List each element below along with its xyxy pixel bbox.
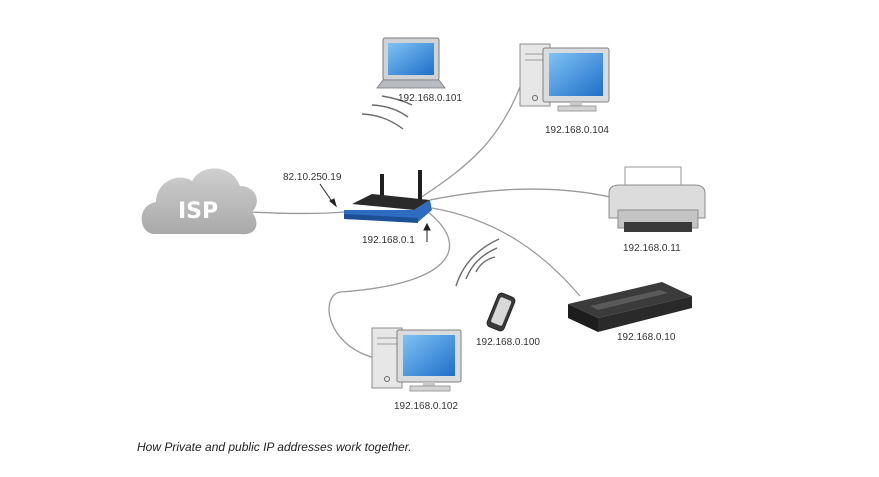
desktop-computer-top [519, 43, 610, 112]
laptop-ip: 192.168.0.101 [398, 93, 462, 104]
cables [249, 81, 611, 359]
printer [608, 166, 706, 232]
laptop [376, 37, 446, 89]
set-top-box-ip: 192.168.0.10 [617, 332, 676, 343]
printer-tray [624, 222, 692, 232]
cable-router-desktop-top [419, 81, 523, 199]
router-top [352, 194, 430, 210]
printer-ip: 192.168.0.11 [623, 243, 681, 254]
laptop-wifi-icon [361, 95, 413, 130]
router-private-ip: 192.168.0.1 [362, 235, 415, 246]
figure-caption: How Private and public IP addresses work… [137, 440, 412, 454]
set-top-box-front [568, 304, 598, 332]
phone [486, 292, 516, 332]
isp-label: ISP [178, 199, 218, 224]
public-ip-arrow [319, 183, 337, 208]
router-antenna-right [418, 170, 422, 200]
phone-wifi-icon [455, 238, 500, 287]
router [344, 170, 432, 223]
phone-ip: 192.168.0.100 [476, 337, 540, 348]
desktop-bottom-ip: 192.168.0.102 [394, 401, 458, 412]
cable-isp-router [249, 211, 346, 215]
router-public-ip: 82.10.250.19 [283, 172, 342, 183]
desktop-computer-bottom [371, 327, 462, 392]
printer-paper [624, 166, 682, 188]
router-antenna-left [380, 174, 384, 200]
private-ip-arrow [423, 222, 431, 242]
cable-router-set-top-box [431, 207, 581, 297]
desktop-top-ip: 192.168.0.104 [545, 125, 609, 136]
cloud-shape [141, 168, 257, 235]
set-top-box [568, 282, 692, 332]
cable-router-printer [429, 188, 611, 201]
set-top-box-side [598, 296, 692, 332]
router-front [344, 214, 418, 223]
isp-cloud: ISP [141, 168, 257, 235]
cable-router-desktop-bottom [328, 211, 451, 359]
laptop-base [376, 79, 446, 89]
